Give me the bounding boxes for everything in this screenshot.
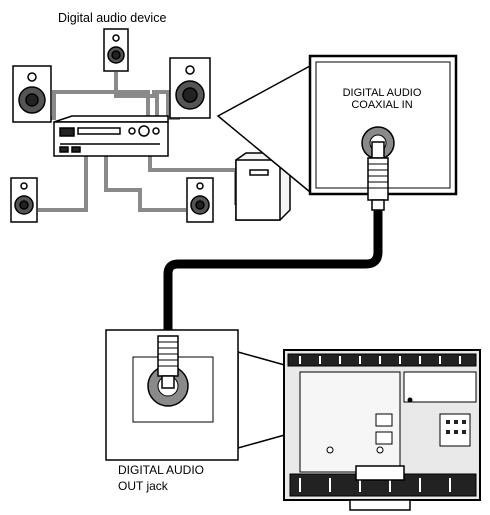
audio-out-panel: [105, 329, 239, 461]
speaker-icon: [186, 177, 214, 223]
coaxial-cable-icon: [163, 141, 389, 345]
speaker-icon: [12, 65, 52, 123]
speaker-icon: [103, 28, 129, 72]
device-title: Digital audio device: [58, 11, 166, 25]
out-jack-label: DIGITAL AUDIO: [118, 463, 204, 477]
tv-rear-panel-icon: [283, 349, 481, 511]
subwoofer-icon: [235, 152, 291, 221]
speaker-icon: [169, 57, 211, 119]
coax-in-label: DIGITAL AUDIO: [343, 87, 422, 99]
av-receiver-icon: [53, 115, 169, 157]
out-jack-label: OUT jack: [118, 479, 169, 493]
speaker-icon: [10, 177, 38, 223]
coax-in-label: COAXIAL IN: [351, 99, 412, 111]
